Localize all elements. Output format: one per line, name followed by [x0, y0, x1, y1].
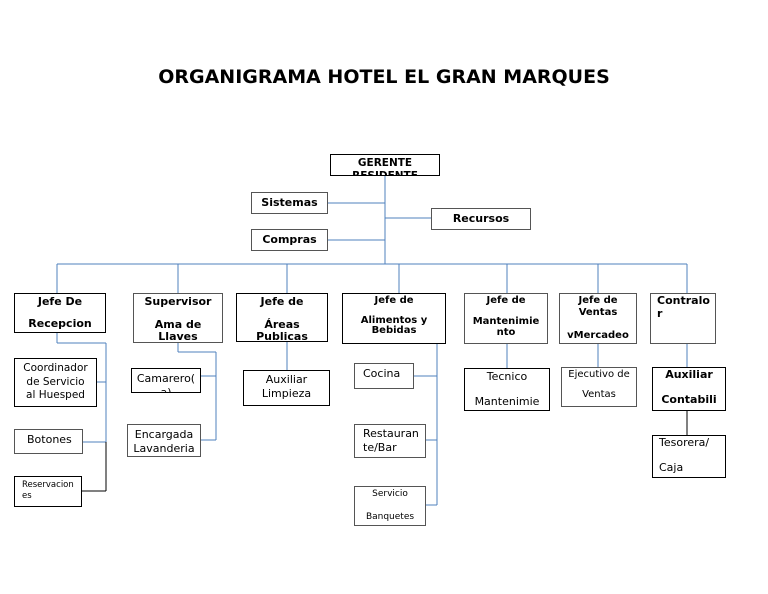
node-cocina: Cocina — [354, 363, 414, 389]
node-contralor: Contralo r — [650, 293, 716, 344]
node-coordinador-servicio: Coordinador de Servicio al Huesped — [14, 358, 97, 407]
node-tesorera-caja: Tesorera/ Caja — [652, 435, 726, 478]
node-recursos: Recursos — [431, 208, 531, 230]
node-servicio-banquetes: Servicio Banquetes — [354, 486, 426, 526]
node-auxiliar-limpieza: Auxiliar Limpieza — [243, 370, 330, 406]
node-jefe-areas-publicas: Jefe de Áreas Publicas — [236, 293, 328, 342]
node-reservaciones: Reservacion es — [14, 476, 82, 507]
node-botones: Botones — [14, 429, 83, 454]
node-jefe-alimentos-bebidas: Jefe de Alimentos y Bebidas — [342, 293, 446, 344]
chart-title: ORGANIGRAMA HOTEL EL GRAN MARQUES — [158, 66, 610, 88]
node-sistemas: Sistemas — [251, 192, 328, 214]
node-camarero: Camarero( a) — [131, 368, 201, 393]
node-jefe-mantenimiento: Jefe de Mantenimie nto — [464, 293, 548, 344]
node-gerente-residente: GERENTE RESIDENTE — [330, 154, 440, 176]
node-supervisor-ama-llaves: Supervisor Ama de Llaves — [133, 293, 223, 343]
node-jefe-ventas: Jefe de Ventas vMercadeo — [559, 293, 637, 344]
node-compras: Compras — [251, 229, 328, 251]
node-auxiliar-contable: Auxiliar Contabili — [652, 367, 726, 411]
node-restaurante-bar: Restauran te/Bar — [354, 424, 426, 458]
node-encargada-lavanderia: Encargada Lavanderia — [127, 424, 201, 457]
node-jefe-recepcion: Jefe De Recepcion — [14, 293, 106, 333]
node-tecnico-mantenimiento: Tecnico Mantenimie — [464, 368, 550, 411]
node-ejecutivo-ventas: Ejecutivo de Ventas — [561, 367, 637, 407]
